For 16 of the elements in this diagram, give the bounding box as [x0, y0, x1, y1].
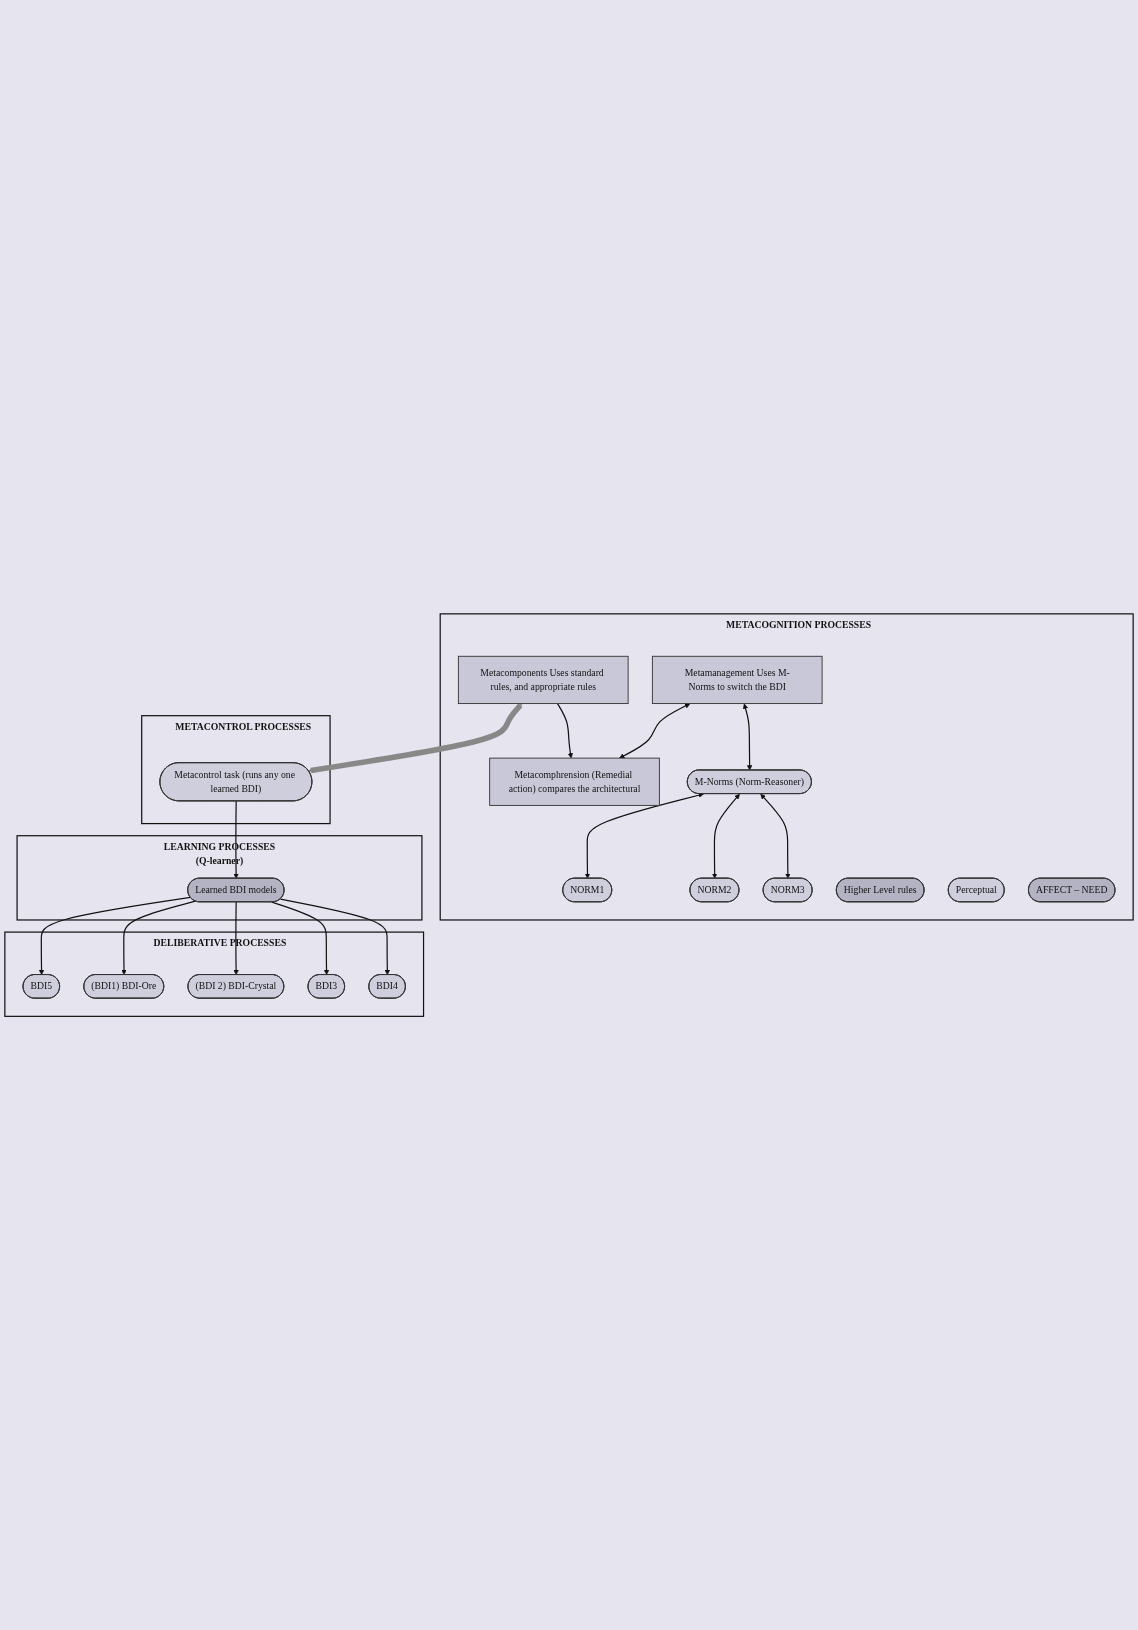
- arrow: [712, 793, 740, 879]
- arrow: [760, 793, 791, 879]
- arrow: [279, 898, 390, 975]
- node-box: Metacomphrension (Remedial action) compares the architectural: [489, 757, 660, 806]
- arrow: [233, 800, 239, 879]
- arrow: [38, 896, 191, 975]
- arrow: [619, 703, 691, 759]
- arrow: [584, 792, 704, 879]
- arrow: [308, 703, 523, 774]
- node-box: Metamanagement Uses M-Norms to switch the BDI: [651, 655, 823, 704]
- arrow: [271, 901, 330, 975]
- arrow: [742, 703, 753, 771]
- arrow: [233, 901, 239, 975]
- node-box: Metacomponents Uses standard rules, and appropriate rules: [457, 655, 629, 704]
- arrow: [556, 702, 574, 759]
- arrow: [121, 900, 196, 975]
